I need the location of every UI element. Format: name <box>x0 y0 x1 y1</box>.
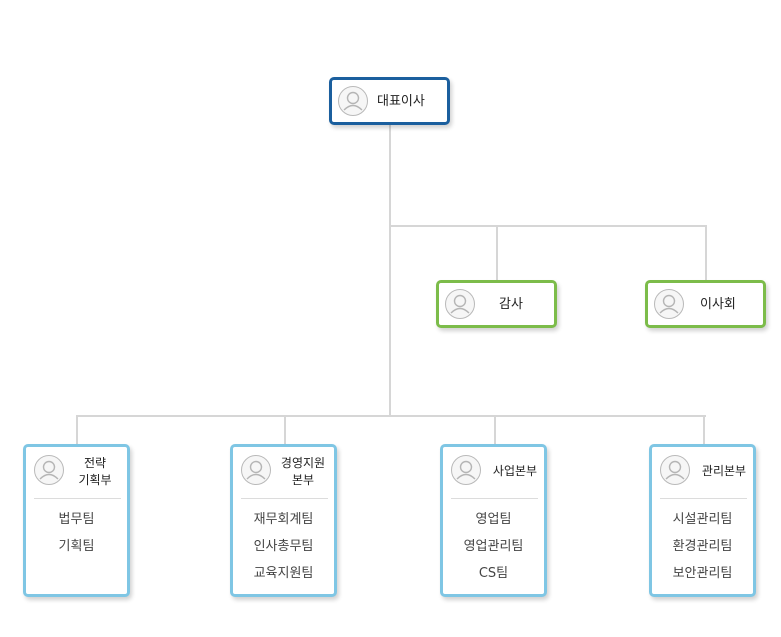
team-item[interactable]: 시설관리팀 <box>672 512 733 527</box>
team-item[interactable]: 보안관리팀 <box>672 566 733 581</box>
team-list: 법무팀 기획팀 <box>26 506 127 560</box>
connector-line <box>389 225 707 227</box>
division-box-facility[interactable]: 관리본부 시설관리팀 환경관리팀 보안관리팀 <box>649 444 756 597</box>
person-avatar-icon <box>451 455 481 485</box>
person-avatar-icon <box>34 455 64 485</box>
division-title: 관리본부 <box>701 464 747 478</box>
team-item[interactable]: 영업팀 <box>475 512 512 527</box>
connector-line <box>494 415 496 445</box>
team-item[interactable]: 환경관리팀 <box>672 539 733 554</box>
team-item[interactable]: 재무회계팀 <box>253 512 314 527</box>
person-avatar-icon <box>654 289 684 319</box>
connector-line <box>76 415 78 445</box>
team-list: 재무회계팀 인사총무팀 교육지원팀 <box>233 506 334 587</box>
ceo-title: 대표이사 <box>377 94 425 109</box>
person-avatar-icon <box>338 86 368 116</box>
division-box-business[interactable]: 사업본부 영업팀 영업관리팀 CS팀 <box>440 444 547 597</box>
team-list: 영업팀 영업관리팀 CS팀 <box>443 506 544 587</box>
team-list: 시설관리팀 환경관리팀 보안관리팀 <box>652 506 753 587</box>
team-item[interactable]: 교육지원팀 <box>253 566 314 581</box>
connector-line <box>703 415 705 445</box>
person-avatar-icon <box>660 455 690 485</box>
divider <box>451 498 538 499</box>
board-box[interactable]: 이사회 <box>645 280 766 328</box>
audit-box[interactable]: 감사 <box>436 280 557 328</box>
team-item[interactable]: 기획팀 <box>58 539 95 554</box>
team-item[interactable]: 인사총무팀 <box>253 539 314 554</box>
connector-line <box>284 415 286 445</box>
division-title: 사업본부 <box>492 464 538 478</box>
audit-title: 감사 <box>499 297 523 312</box>
team-item[interactable]: 법무팀 <box>58 512 95 527</box>
division-box-management-support[interactable]: 경영지원 본부 재무회계팀 인사총무팀 교육지원팀 <box>230 444 337 597</box>
connector-line <box>76 415 706 417</box>
person-avatar-icon <box>241 455 271 485</box>
team-item[interactable]: CS팀 <box>478 566 509 581</box>
person-avatar-icon <box>445 289 475 319</box>
division-title: 경영지원 본부 <box>280 456 326 487</box>
divider <box>241 498 328 499</box>
division-box-strategy[interactable]: 전략 기획부 법무팀 기획팀 <box>23 444 130 597</box>
team-item[interactable]: 영업관리팀 <box>463 539 524 554</box>
connector-line <box>496 225 498 281</box>
division-title: 전략 기획부 <box>78 456 112 487</box>
connector-line <box>705 225 707 281</box>
connector-line <box>389 125 391 417</box>
divider <box>660 498 747 499</box>
board-title: 이사회 <box>700 297 736 312</box>
divider <box>34 498 121 499</box>
ceo-box[interactable]: 대표이사 <box>329 77 450 125</box>
